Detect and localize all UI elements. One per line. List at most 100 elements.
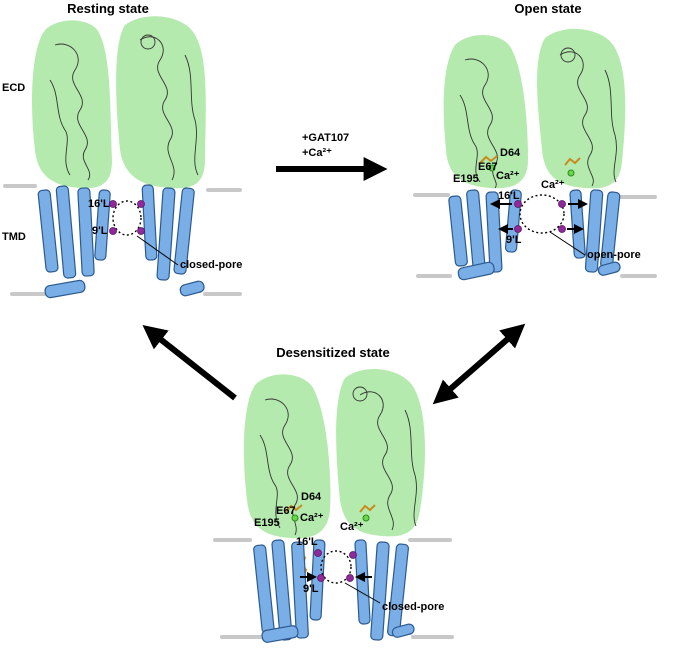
tmd-helix-m1-left [37,189,59,273]
open-tmd-helix-pore-right [569,189,586,259]
open-ecd-helix-coil [560,47,576,63]
open-ca-label-right: Ca²⁺ [541,179,565,191]
open-res9-label: 9'L [506,234,522,246]
desens-e67-label: E67 [276,505,296,517]
open-ecd-coil-left [464,58,498,189]
desens-pore-leader [344,582,381,604]
ecd-coil-right [139,36,175,181]
ecd-subunit-left [32,20,112,189]
desensitized-state-panel: Desensitized state D64 E67 Ca²⁺ E195 Ca²… [213,345,454,643]
ecd-coil-left-b [49,79,71,176]
open-calcium-ion-left [488,164,496,172]
desens-ecd-coil-left-b [259,434,281,529]
transition-label-calcium: +Ca²⁺ [302,147,332,159]
open-calcium-ion-right [567,169,575,177]
desens-d64-sidechain [284,504,303,513]
tmd-helix-amphipathic-left [44,279,86,299]
activation-arrow-group: +GAT107 +Ca²⁺ [276,132,388,181]
resting-state-panel: Resting state 16'L 9'L clo [2,1,242,299]
tmd-helix-pore-right [141,184,158,261]
desens-calcium-ion-right [362,514,370,522]
open-res16-right [558,200,566,208]
tmd-helix-m3-left [77,187,95,277]
resting-res9-label: 9'L [92,225,108,237]
desens-ecd-subunit-left [243,374,331,539]
desensitization-arrow [432,323,526,405]
resting-res16-left [109,200,117,208]
desens-res16-label: 16'L [296,536,318,548]
open-tmd-helix-amphipathic-right [597,261,621,276]
desens-ca-label-right: Ca²⁺ [340,521,364,533]
open-e67-label: E67 [478,161,498,173]
desens-tmd-helix-m1-left [253,544,275,634]
resting-pore-label: closed-pore [180,259,242,271]
ecd-subunit-right [116,16,206,189]
ecd-coil-left [54,43,91,181]
desens-tmd-helix-m1-right [387,543,409,637]
recovery-arrow [142,325,237,401]
open-res9-right [558,225,566,233]
desens-tmd-helix-amphipathic-left [261,625,299,643]
tmd-label: TMD [2,231,26,243]
resting-res9-right [137,227,145,235]
open-d64-label: D64 [500,147,521,159]
open-tmd-helix-m3-right [584,189,604,273]
resting-res16-right [137,200,145,208]
desens-e195-label: E195 [254,517,280,529]
desens-d64-label: D64 [301,491,322,503]
resting-pore-leader [136,235,179,266]
desens-tmd-helix-m2-left [271,539,293,641]
desens-calcium-ion-left [291,514,299,522]
open-pore [519,194,565,234]
tmd-helix-amphipathic-right [179,280,205,297]
desens-ecd-coil-left [264,398,298,536]
resting-res9-left [109,227,117,235]
desens-tmd-helix-m3-right [370,541,390,641]
ecd-coil-right-b [184,54,199,176]
open-pore-label: open-pore [587,249,641,261]
open-state-title: Open state [514,1,581,16]
open-res16-left [514,200,522,208]
open-sidechain-right [564,157,581,166]
open-tmd-helix-m1-left [448,195,468,267]
resting-pore [112,200,142,236]
tmd-helix-m1-right [173,187,195,275]
desensitized-state-title: Desensitized state [276,345,389,360]
desens-ca-label-left: Ca²⁺ [300,512,324,524]
desens-ecd-subunit-right [336,368,425,537]
tmd-helix-m3-right [156,187,176,281]
desens-tmd-helix-amphipathic-right [391,623,415,638]
desens-res9-label: 9'L [303,583,319,595]
desens-res16-right [349,551,357,559]
desens-ecd-coil-right [359,391,394,531]
open-res9-left [514,225,522,233]
open-ecd-coil-right-b [604,69,617,183]
tmd-helix-m2-left [55,185,77,279]
open-d64-sidechain [479,155,498,164]
open-ca-label-left: Ca²⁺ [496,170,520,182]
desens-ecd-coil-right-b [404,409,417,527]
ecd-helix-coil [140,34,156,50]
desens-res9-left [317,574,325,582]
desens-pore-label: closed-pore [382,601,444,613]
ecd-label: ECD [2,82,25,94]
resting-res16-label: 16'L [88,198,110,210]
transition-label-gat107: +GAT107 [302,132,349,144]
desens-ecd-helix-coil [352,386,368,402]
desens-res16-left [314,549,322,557]
open-pore-leader [549,231,586,256]
open-tmd-helix-m2-left [466,189,486,273]
tmd-helix-pore-left [94,189,111,261]
open-res16-label: 16'L [498,190,520,202]
desens-tmd-helix-pore-right [354,539,371,625]
desens-res9-right [346,574,354,582]
desens-tmd-helix-m3-left [291,541,309,639]
resting-state-title: Resting state [67,1,149,16]
open-ecd-subunit-right [537,28,626,189]
open-e195-label: E195 [453,173,479,185]
open-ecd-coil-left-b [459,94,481,183]
open-state-panel: Open state D64 E67 Ca²⁺ E195 Ca²⁺ [413,1,657,281]
open-tmd-helix-amphipathic-left [457,261,495,281]
desens-pore [320,550,352,584]
